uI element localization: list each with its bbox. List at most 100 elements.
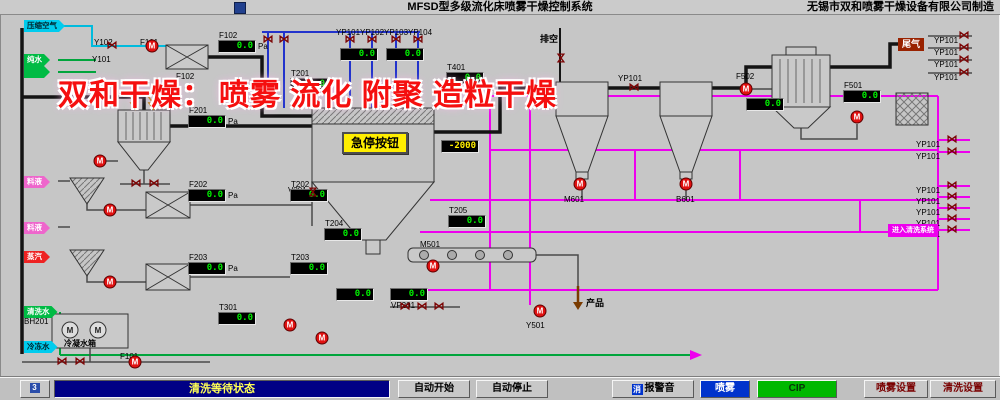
display-unit: Pa [228, 191, 238, 200]
valve-icon[interactable]: ⋈ [946, 201, 958, 214]
condenser-cone [770, 106, 832, 129]
pump-motor-icon[interactable]: M [573, 177, 587, 191]
air-manifold-pipes [262, 31, 420, 108]
pulse-jet-icon [147, 95, 155, 111]
display-value: 0.0 [290, 189, 328, 202]
display-tag-label: T201 [291, 69, 310, 78]
equipment-tag-label: YP101 [916, 186, 941, 195]
equipment-tag-label: B601 [676, 195, 695, 204]
equipment-tag-label: M501 [420, 240, 441, 249]
emergency-stop-button[interactable]: 急停按钮 [342, 132, 408, 154]
display-value: 0.0 [390, 288, 428, 301]
pump-motor-icon[interactable]: M [93, 154, 107, 168]
source-arrow-label: 清洗水 [24, 306, 58, 318]
display-value: 0.0 [843, 90, 881, 103]
valve-icon[interactable]: ⋈ [278, 33, 290, 46]
valve-icon[interactable]: ⋈ [74, 355, 86, 368]
source-arrow-label: 冷冻水 [24, 341, 58, 353]
page-title: MFSD型多级流化床喷雾干燥控制系统 [407, 1, 593, 13]
valve-icon[interactable]: ⋈ [628, 81, 640, 94]
mute-alarm-button[interactable]: 消报警音 [612, 380, 694, 398]
pump-motor-icon[interactable]: M [145, 39, 159, 53]
display-value: -2000 [441, 140, 479, 153]
valve-icon[interactable]: ⋈ [390, 33, 402, 46]
valve-icon[interactable]: ⋈ [958, 66, 970, 79]
cip-mode-button[interactable]: CIP [757, 380, 837, 398]
valve-icon[interactable]: ⋈ [412, 33, 424, 46]
source-arrow-label [24, 66, 50, 78]
valve-icon[interactable]: ⋈ [416, 300, 428, 313]
product-arrowhead [573, 302, 583, 310]
pump-motor-icon[interactable]: M [426, 259, 440, 273]
pump-motor-icon[interactable]: M [103, 275, 117, 289]
valve-icon[interactable]: ⋈ [958, 41, 970, 54]
valve-icon[interactable]: ⋈ [148, 177, 160, 190]
valve-icon[interactable]: ⋈ [106, 39, 118, 52]
mute-label: 报警音 [644, 383, 675, 394]
source-arrow-label: 纯水 [24, 54, 50, 66]
valve-icon[interactable]: ⋈ [399, 300, 411, 313]
feed-hopper-2 [69, 249, 105, 277]
feed-hopper-1 [69, 177, 105, 205]
valve-icon[interactable]: ⋈ [433, 300, 445, 313]
valve-icon[interactable]: ⋈ [56, 355, 68, 368]
bag-filter-bags [125, 112, 162, 140]
status-bar: 清洗等待状态 [54, 380, 390, 398]
spray-settings-button[interactable]: 喷雾设置 [864, 380, 928, 398]
display-value: 0.0 [218, 40, 256, 53]
page-selector-button[interactable]: 3 [20, 380, 50, 398]
pump-motor-icon[interactable]: M [533, 304, 547, 318]
screw-conveyor [407, 247, 537, 263]
dryer-outlet [365, 239, 381, 255]
tank-pump-2[interactable] [89, 321, 107, 339]
valve-icon[interactable]: ⋈ [946, 133, 958, 146]
conveyor-roller [447, 250, 457, 260]
pump-motor-icon[interactable]: M [315, 331, 329, 345]
auto-stop-button[interactable]: 自动停止 [476, 380, 548, 398]
pump-motor-icon[interactable]: M [679, 177, 693, 191]
digital-display: 0.0 [386, 48, 424, 66]
valve-icon[interactable]: ⋈ [306, 186, 319, 198]
tank-pump-2-label: M [95, 326, 102, 335]
window-icon [234, 2, 246, 14]
valve-icon[interactable]: ⋈ [344, 33, 356, 46]
pump-motor-icon[interactable]: M [103, 203, 117, 217]
display-tag-label: F202 [189, 180, 208, 189]
valve-icon[interactable]: ⋈ [946, 212, 958, 225]
display-tag-label: F102 [219, 31, 238, 40]
valve-icon[interactable]: ⋈ [262, 33, 274, 46]
valve-icon[interactable]: ⋈ [946, 145, 958, 158]
screen-icon: 3 [29, 383, 40, 393]
valve-icon[interactable]: ⋈ [130, 177, 142, 190]
valve-icon[interactable]: ⋈ [554, 52, 567, 64]
clean-settings-button[interactable]: 清洗设置 [930, 380, 996, 398]
source-arrow-label: 料液 [24, 176, 50, 188]
valve-icon[interactable]: ⋈ [946, 190, 958, 203]
spray-mode-button[interactable]: 喷雾 [700, 380, 750, 398]
pump-motor-icon[interactable]: M [128, 355, 142, 369]
valve-icon[interactable]: ⋈ [946, 223, 958, 236]
display-value: 0.0 [336, 288, 374, 301]
conveyor-roller [419, 250, 429, 260]
valve-icon[interactable]: ⋈ [366, 33, 378, 46]
dryer-chamber-cone [310, 181, 436, 241]
valve-icon[interactable]: ⋈ [958, 53, 970, 66]
equipment-tag-label: YP101 [916, 208, 941, 217]
condenser-tubes [779, 59, 821, 103]
pump-motor-icon[interactable]: M [850, 110, 864, 124]
auto-start-button[interactable]: 自动开始 [398, 380, 470, 398]
display-unit: Pa [258, 42, 268, 51]
tank-pump-1[interactable] [61, 321, 79, 339]
equipment-tag-label: F102 [176, 72, 195, 81]
equipment-tag-label: YP101 [618, 74, 643, 83]
pump-motor-icon[interactable]: M [739, 82, 753, 96]
pump-motor-icon[interactable]: M [283, 318, 297, 332]
valve-icon[interactable]: ⋈ [958, 29, 970, 42]
valve-icon[interactable]: ⋈ [946, 179, 958, 192]
